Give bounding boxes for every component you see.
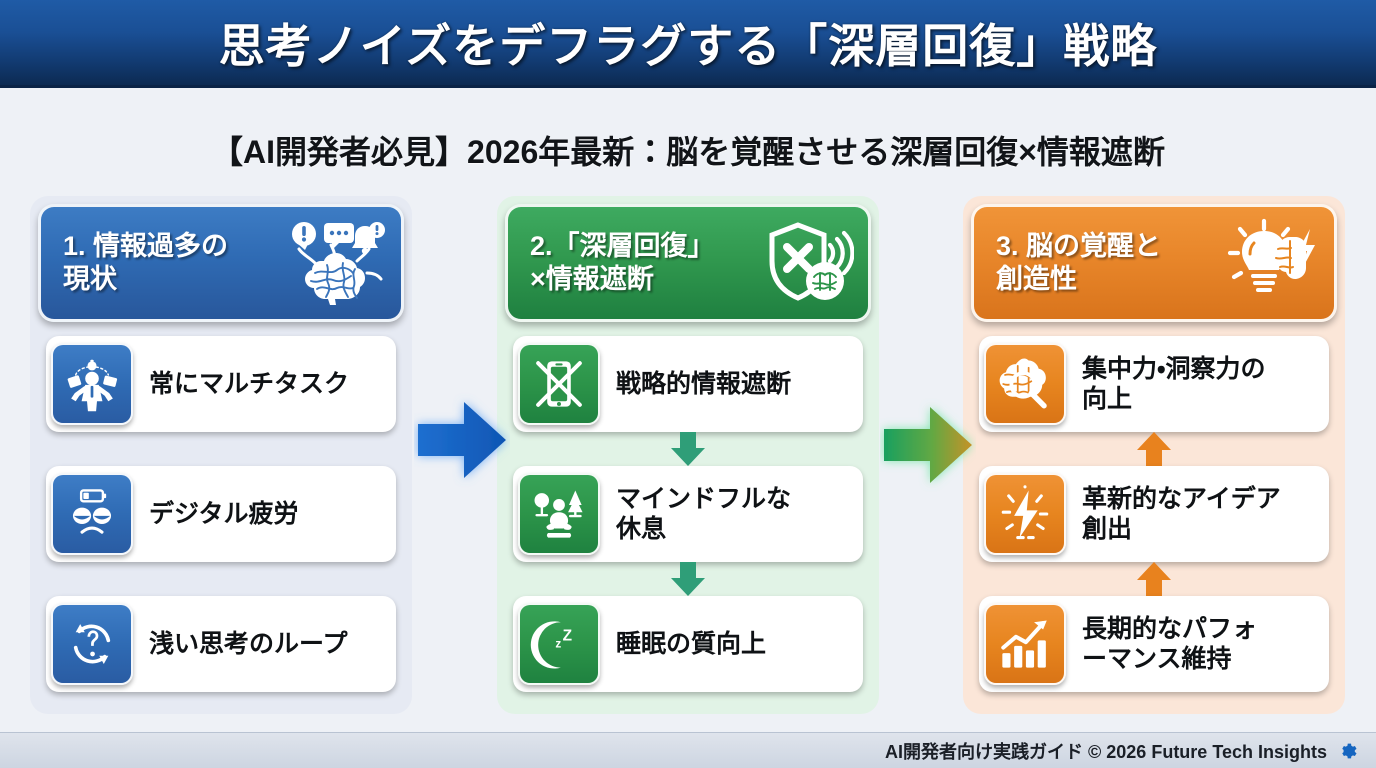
page-header: 思考ノイズをデフラグする「深層回復」戦略 xyxy=(0,0,1376,88)
arrow-stem xyxy=(680,562,696,580)
list-item[interactable]: マインドフルな 休息 xyxy=(513,466,863,562)
list-item-label: 浅い思考のループ xyxy=(149,629,348,658)
spacer xyxy=(46,432,396,466)
svg-text:z: z xyxy=(555,638,561,651)
list-item-label: 革新的なアイデア 創出 xyxy=(1082,484,1281,544)
stage-1-item-list: 常にマルチタスク デジタル疲労 xyxy=(46,336,396,692)
list-item-label: デジタル疲労 xyxy=(149,499,299,528)
page-title: 思考ノイズをデフラグする「深層回復」戦略 xyxy=(218,19,1158,72)
stage-2-header: 2.「深層回復」 ×情報遮断 xyxy=(505,204,871,322)
stage-1-heading: 1. 情報過多の 現状 xyxy=(63,230,229,294)
flow-arrow-up-1 xyxy=(979,432,1329,466)
list-item[interactable]: デジタル疲労 xyxy=(46,466,396,562)
flow-arrow-up-2 xyxy=(979,562,1329,596)
list-item-label: 常にマルチタスク xyxy=(149,369,350,398)
arrow-stage1-to-stage2 xyxy=(414,388,510,492)
stage-3-heading: 3. 脳の覚醒と 創造性 xyxy=(996,230,1162,294)
arrow-head xyxy=(1137,432,1171,450)
arrow-head xyxy=(1137,562,1171,580)
list-item[interactable]: 浅い思考のループ xyxy=(46,596,396,692)
spacer xyxy=(46,562,396,596)
phone-off-icon xyxy=(518,343,600,425)
stage-2-item-list: 戦略的情報遮断 xyxy=(513,336,863,692)
list-item-label: 戦略的情報遮断 xyxy=(616,369,792,398)
list-item-label: マインドフルな 休息 xyxy=(616,484,792,544)
brain-magnifier-icon xyxy=(984,343,1066,425)
lightbulb-brain-spark-icon xyxy=(1218,215,1322,311)
arrow-stem xyxy=(680,432,696,450)
list-item-label: 睡眠の質向上 xyxy=(616,629,767,658)
page-footer: AI開発者向け実践ガイド © 2026 Future Tech Insights xyxy=(0,732,1376,768)
svg-text:Z: Z xyxy=(563,627,572,644)
tangled-brain-overload-icon xyxy=(285,215,389,311)
tired-face-low-battery-icon xyxy=(51,473,133,555)
list-item[interactable]: 集中力・洞察力の 向上 xyxy=(979,336,1329,432)
arrow-stem xyxy=(1146,578,1162,596)
stage-panel-3: 3. 脳の覚醒と 創造性 xyxy=(963,196,1345,714)
juggling-person-icon xyxy=(51,343,133,425)
shield-block-brain-icon xyxy=(752,215,856,311)
stage-2-heading: 2.「深層回復」 ×情報遮断 xyxy=(530,230,715,294)
arrow-head xyxy=(671,448,705,466)
page-subtitle: 【AI開発者必見】2026年最新：脳を覚醒させる深層回復×情報遮断 xyxy=(0,120,1376,180)
arrow-stage2-to-stage3 xyxy=(880,393,976,497)
stage-panel-2: 2.「深層回復」 ×情報遮断 xyxy=(497,196,879,714)
list-item[interactable]: 長期的なパフォ ーマンス維持 xyxy=(979,596,1329,692)
flow-arrow-down-2 xyxy=(513,562,863,596)
meditation-nature-icon xyxy=(518,473,600,555)
stage-3-header: 3. 脳の覚醒と 創造性 xyxy=(971,204,1337,322)
footer-credit: AI開発者向け実践ガイド © 2026 Future Tech Insights xyxy=(885,741,1327,762)
list-item[interactable]: Z z 睡眠の質向上 xyxy=(513,596,863,692)
flow-arrow-down-1 xyxy=(513,432,863,466)
moon-sleep-icon: Z z xyxy=(518,603,600,685)
list-item[interactable]: 革新的なアイデア 創出 xyxy=(979,466,1329,562)
growth-chart-icon xyxy=(984,603,1066,685)
gear-icon xyxy=(1336,740,1358,762)
stage-1-header: 1. 情報過多の 現状 xyxy=(38,204,404,322)
arrow-stem xyxy=(1146,448,1162,466)
subtitle-text: 【AI開発者必見】2026年最新：脳を覚醒させる深層回復×情報遮断 xyxy=(211,134,1165,170)
question-loop-icon xyxy=(51,603,133,685)
list-item[interactable]: 常にマルチタスク xyxy=(46,336,396,432)
stage-3-item-list: 集中力・洞察力の 向上 xyxy=(979,336,1329,692)
list-item[interactable]: 戦略的情報遮断 xyxy=(513,336,863,432)
stage-panel-1: 1. 情報過多の 現状 xyxy=(30,196,412,714)
list-item-label: 長期的なパフォ ーマンス維持 xyxy=(1082,614,1258,674)
arrow-head xyxy=(671,578,705,596)
list-item-label: 集中力・洞察力の 向上 xyxy=(1082,354,1266,414)
lightning-spark-icon xyxy=(984,473,1066,555)
